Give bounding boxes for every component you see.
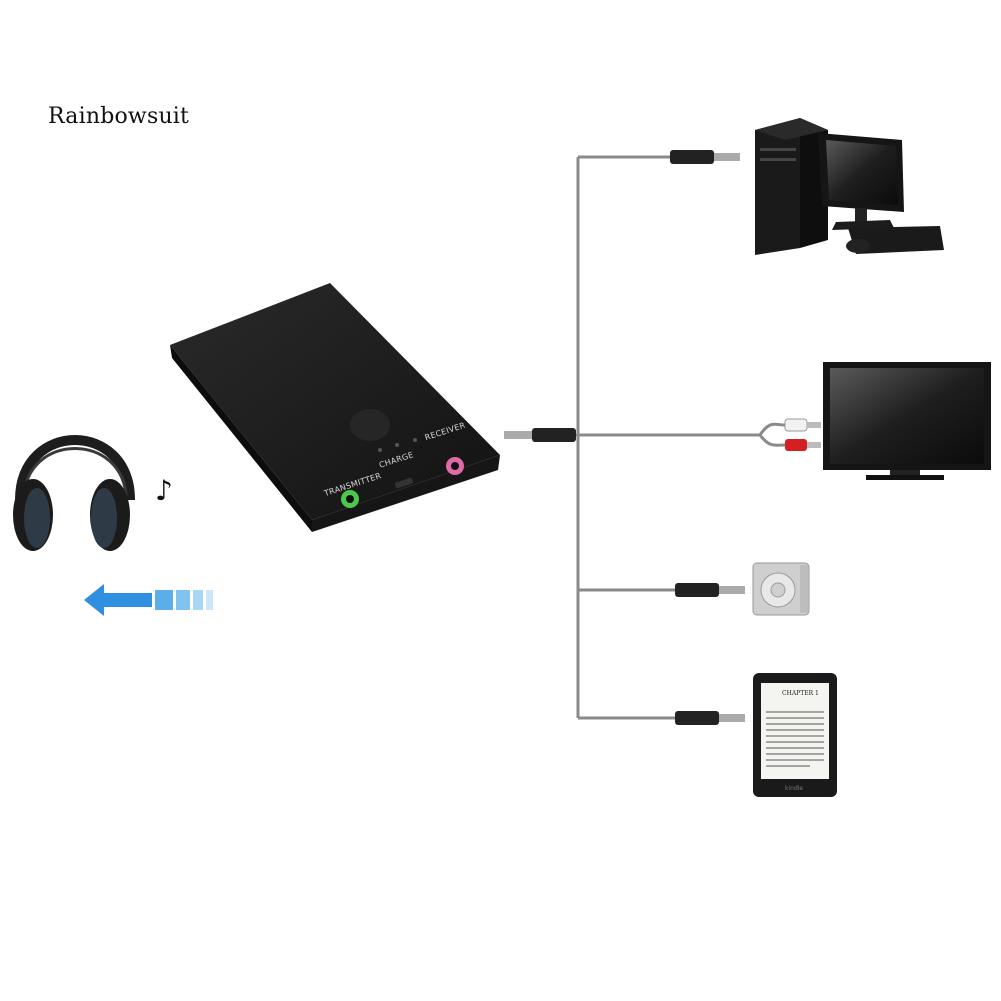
led-indicator	[395, 443, 399, 447]
led-indicator	[413, 438, 417, 442]
audio-jack-player	[675, 583, 745, 597]
ebook-brand-logo: kindle	[785, 785, 803, 792]
rca-red-plug-icon	[785, 439, 807, 451]
power-button	[350, 409, 390, 441]
bluetooth-transceiver: TRANSMITTER CHARGE RECEIVER	[170, 283, 500, 532]
charge-port	[395, 477, 413, 489]
television-icon	[823, 362, 991, 480]
audio-jack-computer	[670, 150, 740, 164]
rca-plugs	[758, 418, 821, 451]
ebook-chapter-title: CHAPTER 1	[782, 690, 819, 697]
headphones-icon	[13, 435, 135, 551]
audio-jack-ebook	[675, 711, 745, 725]
audio-jack-main	[504, 428, 576, 442]
music-player-icon	[752, 562, 810, 616]
arrow-left-icon	[84, 584, 213, 616]
music-note-icon: ♪	[155, 474, 173, 507]
ebook-reader-icon: CHAPTER 1 kindle	[753, 673, 837, 797]
rca-white-plug-icon	[784, 418, 808, 432]
brand-watermark: Rainbowsuit	[48, 104, 190, 129]
desktop-computer-icon	[755, 118, 944, 255]
led-indicator	[378, 448, 382, 452]
cable-tree	[575, 155, 760, 720]
